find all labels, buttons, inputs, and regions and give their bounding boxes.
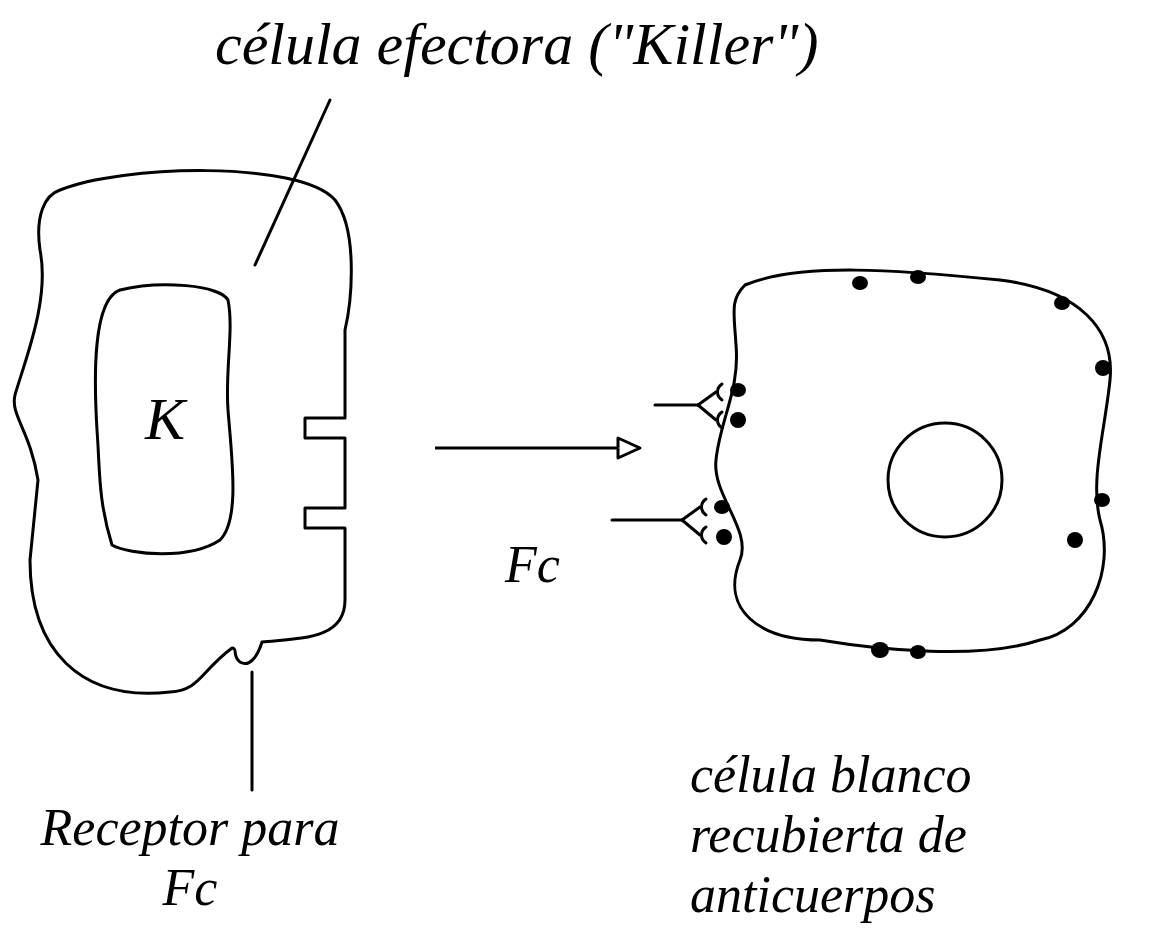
antibody-symbol [612, 499, 706, 543]
cell: célula blanco recubierta de anticuerpos [700, 265, 1120, 665]
effector-cell-outline [14, 171, 351, 694]
cell-title: célula blanco recubierta de anticuerpos [690, 745, 1145, 924]
arrow-connector [435, 438, 640, 458]
arrow-line [435, 447, 618, 450]
antibody-symbol [655, 384, 722, 428]
nucleus-letter: K [95, 385, 235, 454]
arrow-head [618, 438, 640, 458]
cell-nucleus: K [95, 285, 235, 550]
cell: Kcélula efectora ("Killer") [10, 160, 360, 700]
target-nucleus [888, 423, 1002, 537]
antigen-dots [714, 270, 1111, 659]
title-leader-line [255, 100, 330, 265]
target-cell-outline [716, 270, 1111, 651]
part-label: Fc [505, 535, 615, 595]
receptor-leader-line [251, 672, 254, 790]
part-label: Receptor para Fc [25, 798, 355, 918]
cell-title: célula efectora ("Killer") [215, 10, 1035, 79]
